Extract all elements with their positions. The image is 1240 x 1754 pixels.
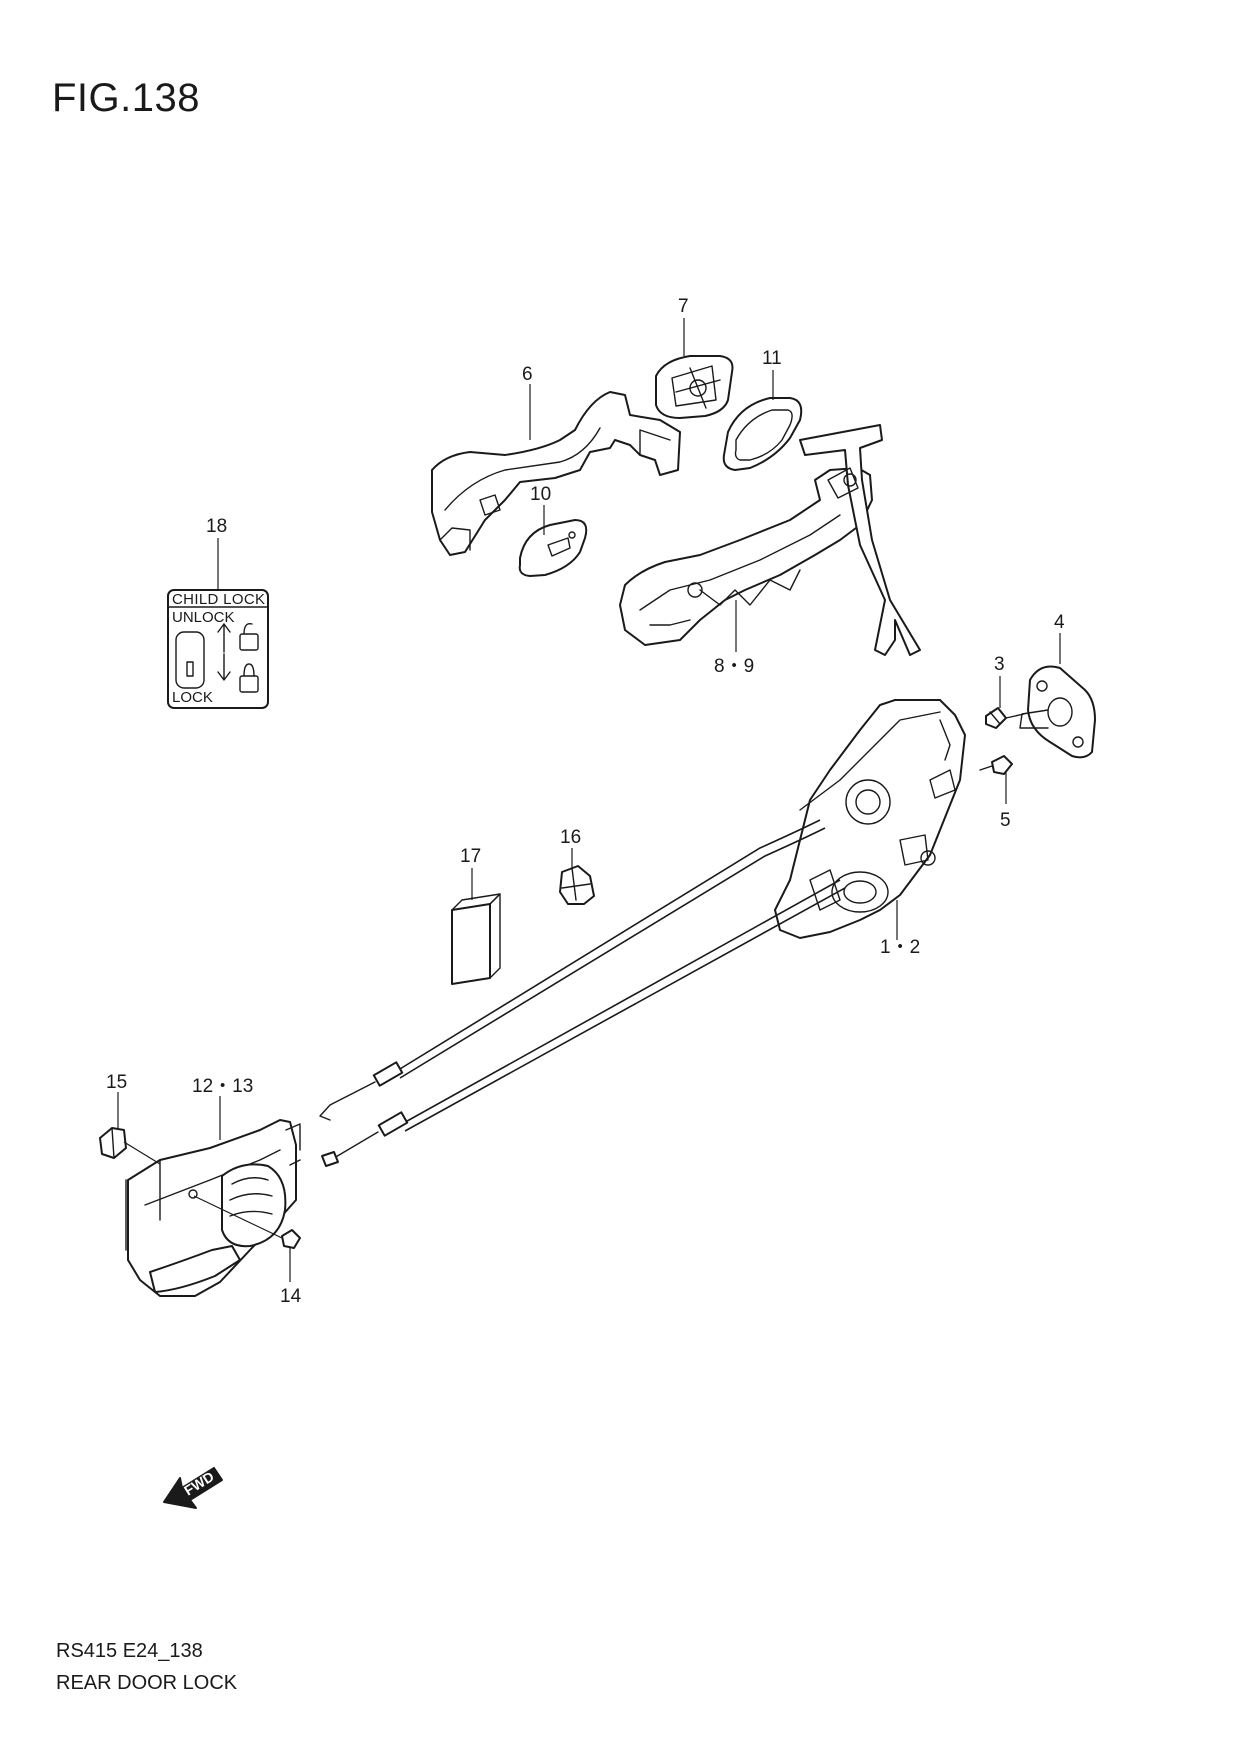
inside-handle-part — [125, 1119, 301, 1297]
callout-16: 16 — [560, 827, 581, 848]
screw-3-part — [985, 707, 1025, 729]
screw-14-part — [193, 1195, 301, 1249]
lock-cables — [319, 819, 846, 1167]
callout-5: 5 — [1000, 810, 1011, 831]
callout-12-13: 12・13 — [192, 1076, 253, 1097]
child-lock-lock: LOCK — [172, 689, 213, 706]
small-gasket-part — [518, 519, 588, 577]
figure-name: REAR DOOR LOCK — [56, 1672, 238, 1694]
bolt-5-part — [979, 755, 1013, 775]
cap-15-part — [99, 1127, 127, 1159]
callout-15: 15 — [106, 1072, 127, 1093]
fwd-arrow-icon: FWD — [163, 1467, 223, 1509]
callout-14: 14 — [280, 1286, 302, 1307]
callout-3: 3 — [994, 654, 1005, 675]
callout-8-9: 8・9 — [714, 656, 754, 677]
callout-10: 10 — [530, 484, 551, 505]
callout-1-2: 1・2 — [880, 937, 920, 958]
child-lock-label-part: CHILD LOCK UNLOCK LOCK — [167, 589, 269, 709]
callout-18: 18 — [206, 516, 227, 537]
callout-6: 6 — [522, 364, 533, 385]
handle-frame-part — [619, 424, 921, 656]
figure-code: RS415 E24_138 — [56, 1640, 203, 1662]
child-lock-unlock: UNLOCK — [172, 609, 235, 626]
leader-15-tail — [123, 1141, 161, 1165]
gasket-part — [722, 397, 803, 471]
callout-17: 17 — [460, 846, 481, 867]
striker-part — [1019, 665, 1096, 759]
figure-title: FIG.138 — [52, 76, 201, 120]
clip-part — [559, 865, 595, 905]
outside-handle-part — [431, 391, 681, 556]
callout-4: 4 — [1054, 612, 1065, 633]
door-lock-assembly-part — [774, 699, 966, 939]
callout-11: 11 — [762, 348, 782, 369]
child-lock-header: CHILD LOCK — [172, 591, 265, 608]
callout-7: 7 — [678, 296, 689, 317]
cylinder-cap-part — [655, 355, 734, 419]
pad-part — [451, 893, 501, 985]
